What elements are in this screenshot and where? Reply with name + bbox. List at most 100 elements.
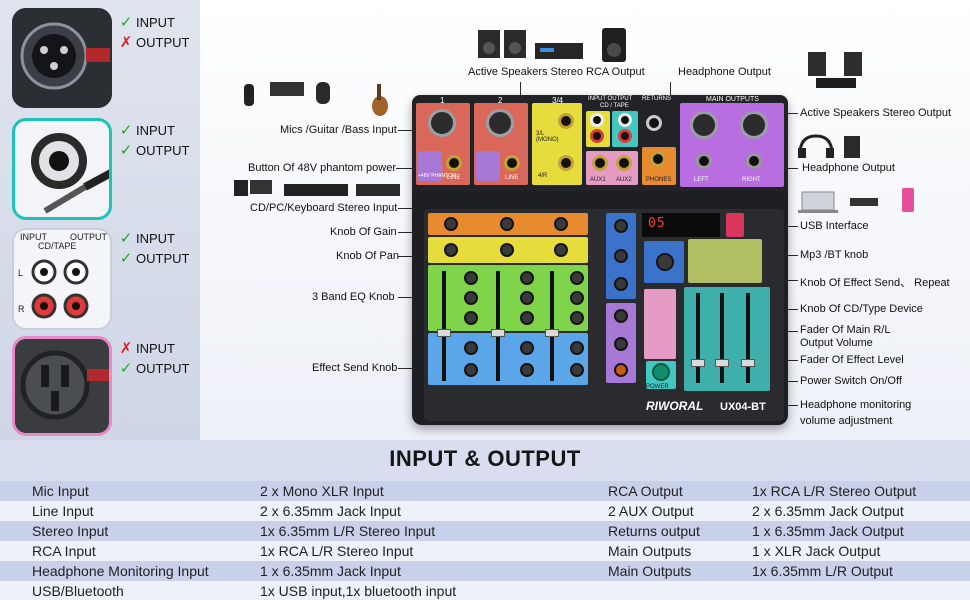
main-jack-right[interactable]: [746, 153, 762, 169]
channel-1-xlr-input[interactable]: [428, 109, 456, 137]
eq-low-knob-3[interactable]: [570, 311, 584, 325]
aux2-output[interactable]: [616, 155, 632, 171]
eq-low-knob-1[interactable]: [464, 311, 478, 325]
check-icon: ✓: [119, 360, 133, 377]
effect-send-knob-3[interactable]: [570, 341, 584, 355]
returns-knob[interactable]: [614, 309, 628, 323]
channel-3-input[interactable]: [558, 113, 574, 129]
main-jack-left[interactable]: [696, 153, 712, 169]
main-xlr-left[interactable]: [690, 111, 718, 139]
callout-cd-type: Knob Of CD/Type Device: [800, 303, 923, 315]
rca-output-l[interactable]: [618, 113, 632, 127]
pan-knob-3[interactable]: [554, 243, 568, 257]
main-fader-track-l: [696, 293, 700, 383]
usb-port[interactable]: [726, 213, 744, 237]
callout-hp-monitor-1: Headphone monitoring: [800, 399, 912, 411]
callout-main-fader-1: Fader Of Main R/L: [800, 324, 891, 336]
gain-knob-2[interactable]: [500, 217, 514, 231]
cd-tape-rep-knob[interactable]: [614, 337, 628, 351]
rca-panel-cd-tape: CD/TAPE: [38, 241, 77, 251]
instruments-icon: [244, 82, 388, 116]
callout-gain: Knob Of Gain: [330, 226, 397, 238]
channel-fader-track-2: [496, 271, 500, 381]
aux-knob-3[interactable]: [570, 363, 584, 377]
effect-send-knob-1[interactable]: [464, 341, 478, 355]
eq-high-knob-3[interactable]: [570, 271, 584, 285]
cross-icon: ✗: [119, 34, 133, 51]
aux-knob-1[interactable]: [464, 363, 478, 377]
effect-send-knob-2[interactable]: [520, 341, 534, 355]
headphones-speaker-icon: [798, 134, 860, 158]
returns-input[interactable]: [646, 115, 662, 131]
phantom-power-zone: [476, 151, 500, 181]
rca-panel-r: R: [18, 304, 25, 314]
rca-output-r[interactable]: [618, 129, 632, 143]
eq-mid-knob-3[interactable]: [570, 291, 584, 305]
callout-usb: USB Interface: [800, 220, 869, 232]
callout-mics: Mics /Guitar /Bass Input: [280, 124, 397, 136]
pan-knob-1[interactable]: [444, 243, 458, 257]
aux1-output[interactable]: [592, 155, 608, 171]
main-fader-l[interactable]: [691, 359, 705, 367]
left-label: LEFT: [694, 177, 709, 183]
callout-active-rca: Active Speakers Stereo RCA Output: [468, 66, 645, 78]
channel-2-line-input[interactable]: [504, 155, 520, 171]
main-outputs-label: MAIN OUTPUTS: [706, 96, 759, 103]
eq-high-knob-2[interactable]: [520, 271, 534, 285]
channel-fader-3[interactable]: [545, 329, 559, 337]
channel-fader-track-3: [550, 271, 554, 381]
eq-low-knob-2[interactable]: [520, 311, 534, 325]
effect-display: 05: [642, 213, 720, 237]
eq-section: [428, 265, 588, 331]
callout-headphone-top: Headphone Output: [678, 66, 771, 78]
input-output-label: INPUT OUTPUT: [588, 96, 633, 102]
jack-socket-icon: [31, 133, 109, 214]
main-xlr-right[interactable]: [740, 111, 768, 139]
effect-level-fader[interactable]: [741, 359, 755, 367]
channel-1-line-input[interactable]: [446, 155, 462, 171]
phones-volume-knob[interactable]: [614, 363, 628, 377]
effect-repeat-knob[interactable]: [656, 253, 674, 271]
callout-pan: Knob Of Pan: [336, 250, 399, 262]
check-icon: ✓: [119, 230, 133, 247]
model-name: UX04-BT: [720, 401, 766, 413]
pan-knob-2[interactable]: [500, 243, 514, 257]
power-switch[interactable]: [652, 363, 670, 381]
callout-mp3: Mp3 /BT knob: [800, 249, 869, 261]
aux-knob-2[interactable]: [520, 363, 534, 377]
gain-knob-1[interactable]: [444, 217, 458, 231]
laptop-usb-phone-icon: [798, 188, 914, 213]
eq-mid-knob-1[interactable]: [464, 291, 478, 305]
jack-output-status: ✓OUTPUT: [119, 142, 190, 159]
amplifier-icon: [535, 43, 583, 59]
effect-fader-track: [746, 293, 750, 383]
channel-2-xlr-input[interactable]: [486, 109, 514, 137]
channel-fader-1[interactable]: [437, 329, 451, 337]
channel-4-input[interactable]: [558, 155, 574, 171]
spec-table: INPUT & OUTPUT Mic Input 2 x Mono XLR In…: [0, 440, 970, 600]
eq-high-knob-1[interactable]: [464, 271, 478, 285]
rca-output-status: ✓OUTPUT: [119, 250, 190, 267]
rca-input-l[interactable]: [590, 113, 604, 127]
effect-send-section: [428, 333, 588, 385]
rca-input-r[interactable]: [590, 129, 604, 143]
main-fader-r[interactable]: [715, 359, 729, 367]
pa-speaker-icon: [602, 28, 626, 62]
xlr-male-icon: [20, 22, 110, 90]
callout-headphone-right: Headphone Output: [802, 162, 895, 174]
aux2-fx-knob[interactable]: [614, 249, 628, 263]
channel-fader-track-1: [442, 271, 446, 381]
eq-mid-knob-2[interactable]: [520, 291, 534, 305]
aux1-knob[interactable]: [614, 277, 628, 291]
spec-row: USB/Bluetooth 1x USB input,1x bluetooth …: [0, 581, 970, 600]
fx-to-aux1-knob[interactable]: [614, 219, 628, 233]
mixer-diagram: Active Speakers Stereo RCA Output Headph…: [200, 0, 970, 440]
phones-output[interactable]: [650, 151, 666, 167]
jack-connector-image: [12, 118, 112, 220]
gain-knob-3[interactable]: [554, 217, 568, 231]
channel-fader-2[interactable]: [491, 329, 505, 337]
cross-icon: ✗: [119, 340, 133, 357]
phantom-power-zone: [418, 151, 442, 181]
spec-row: Headphone Monitoring Input 1 x 6.35mm Ja…: [0, 561, 970, 581]
level-meter: [644, 289, 676, 359]
